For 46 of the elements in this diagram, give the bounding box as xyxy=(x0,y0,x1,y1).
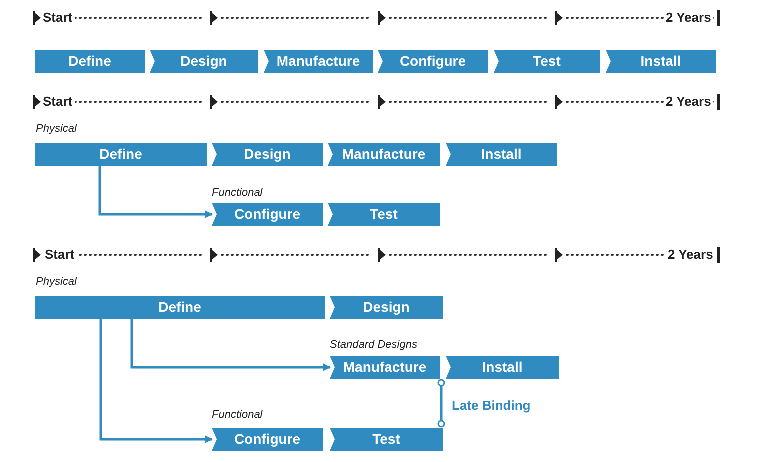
timeline-label: 2 Years xyxy=(664,11,714,25)
phase-name: Test xyxy=(372,432,402,447)
phase-bar xyxy=(330,428,443,451)
phase-bar xyxy=(35,143,207,166)
timeline-label: 2 Years xyxy=(666,248,716,262)
phase-name: Design xyxy=(180,54,228,69)
phase-name: Manufacture xyxy=(342,360,428,375)
row-label: Physical xyxy=(36,275,77,289)
phase-name: Install xyxy=(481,360,524,375)
phase-name: Design xyxy=(362,300,411,315)
timeline-label: Start xyxy=(43,248,77,262)
phase-name: Install xyxy=(640,54,682,69)
phase-bar xyxy=(35,50,145,73)
phase-bar xyxy=(212,203,323,226)
phase-bar xyxy=(212,428,323,451)
phase-name: Define xyxy=(158,300,202,315)
edge-label: Late Binding xyxy=(452,398,531,413)
phase-bar xyxy=(606,50,716,73)
phase-bar xyxy=(446,356,559,379)
phase-name: Configure xyxy=(233,207,302,222)
phase-bar xyxy=(212,143,323,166)
row-label: Standard Designs xyxy=(330,338,418,352)
phase-bar xyxy=(35,296,325,319)
timeline-label: 2 Years xyxy=(664,95,714,109)
phase-bar xyxy=(330,356,440,379)
phase-name: Install xyxy=(480,147,523,162)
phase-bar xyxy=(150,50,258,73)
phase-bar xyxy=(330,296,443,319)
timeline-label: Start xyxy=(41,11,75,25)
phase-name: Test xyxy=(369,207,399,222)
phase-name: Manufacture xyxy=(341,147,427,162)
phase-name: Design xyxy=(243,147,292,162)
timeline-label: Start xyxy=(41,95,75,109)
phase-bar xyxy=(446,143,557,166)
phase-bar xyxy=(328,203,440,226)
phase-bar xyxy=(378,50,488,73)
phase-name: Configure xyxy=(398,54,468,69)
phase-bar xyxy=(494,50,600,73)
phase-name: Manufacture xyxy=(276,54,362,69)
phase-name: Define xyxy=(98,147,144,162)
phase-name: Test xyxy=(532,54,562,69)
row-label: Physical xyxy=(36,122,77,136)
phase-bar xyxy=(264,50,373,73)
phase-bar xyxy=(328,143,440,166)
phase-name: Configure xyxy=(233,432,302,447)
phase-name: Define xyxy=(68,54,112,69)
